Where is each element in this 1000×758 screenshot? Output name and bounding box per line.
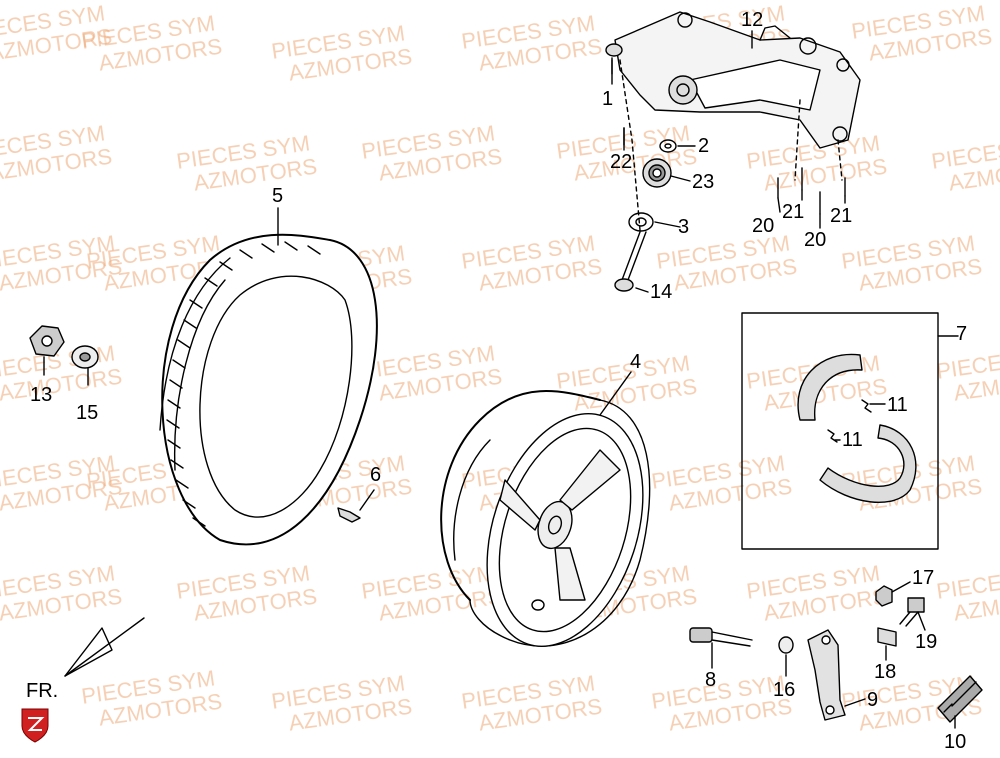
callout-2: 2	[698, 135, 710, 157]
part-16-washer	[778, 636, 794, 654]
part-4-rim	[440, 390, 651, 647]
callout-15: 15	[76, 402, 99, 424]
callout-11-lower: 11	[842, 429, 863, 451]
callout-14: 14	[650, 281, 673, 303]
part-8-bolt	[689, 627, 753, 647]
part-2-washer	[659, 139, 677, 153]
callout-20-left: 20	[752, 215, 775, 237]
callout-17: 17	[912, 567, 935, 589]
part-13-nut	[29, 325, 65, 357]
callout-18: 18	[874, 661, 897, 683]
callout-3: 3	[678, 216, 690, 238]
direction-label: FR.	[26, 680, 59, 702]
part-11-brake-shoes	[797, 353, 917, 503]
callout-12: 12	[741, 9, 764, 31]
part-15-washer	[71, 345, 99, 369]
callout-11-upper: 11	[887, 394, 908, 416]
callout-8: 8	[705, 669, 717, 691]
leader-lines	[43, 30, 959, 729]
callout-10: 10	[944, 731, 967, 753]
callout-9: 9	[867, 689, 879, 711]
callout-7: 7	[956, 323, 968, 345]
callout-22: 22	[610, 151, 633, 173]
callout-20-right: 20	[804, 229, 827, 251]
callout-21-left: 21	[782, 201, 805, 223]
callout-4: 4	[630, 351, 642, 373]
azmotors-logo-icon	[21, 708, 49, 743]
parts-20-21-bolts	[777, 167, 846, 215]
part-14-axle	[614, 231, 647, 292]
callout-21-right: 21	[830, 205, 853, 227]
part-6-valve	[337, 507, 361, 523]
callout-13: 13	[30, 384, 53, 406]
part-17-nut	[875, 585, 893, 607]
callout-6: 6	[370, 464, 382, 486]
callout-16: 16	[773, 679, 796, 701]
direction-arrow	[64, 617, 145, 677]
part-9-arm	[807, 629, 846, 721]
callout-1: 1	[602, 88, 614, 110]
part-7-box	[741, 312, 939, 550]
part-12-bracket	[614, 11, 861, 149]
part-10-spring	[937, 675, 983, 723]
callout-23: 23	[692, 171, 715, 193]
part-3-seal	[628, 212, 654, 232]
part-18-bushing	[877, 627, 897, 647]
part-5-tire	[159, 233, 378, 546]
callout-5: 5	[272, 185, 284, 207]
part-23-bearing	[642, 158, 672, 188]
part-19-bolt	[899, 597, 925, 627]
callout-19: 19	[915, 631, 938, 653]
